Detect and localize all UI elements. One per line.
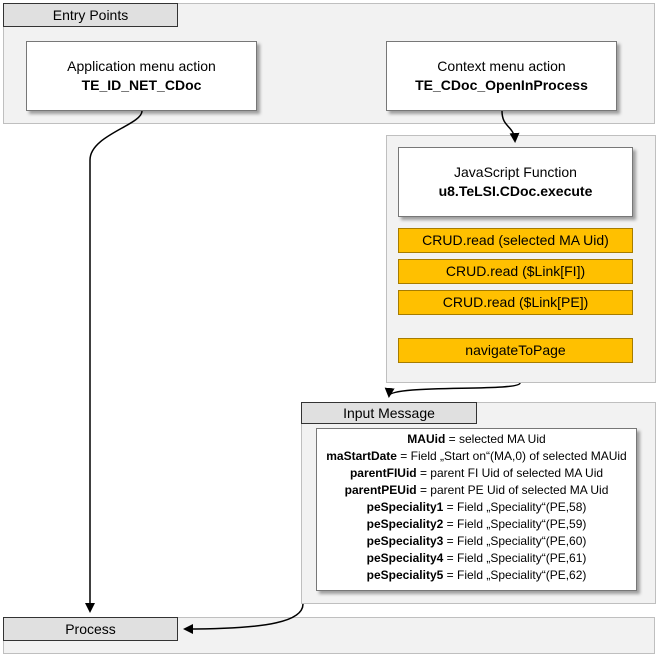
arrow-app-menu-to-process [85, 110, 143, 613]
app-menu-action-id: TE_ID_NET_CDoc [81, 77, 202, 93]
arrow-context-menu-to-js [501, 110, 520, 143]
field-line: maStartDate = Field „Start on“(MA,0) of … [326, 449, 627, 463]
field-line: parentPEUid = parent PE Uid of selected … [344, 483, 609, 497]
context-menu-action-label: Context menu action [437, 58, 566, 74]
field-line: peSpeciality5 = Field „Speciality“(PE,62… [366, 568, 587, 582]
input-message-tab: Input Message [301, 402, 477, 424]
field-line: peSpeciality2 = Field „Speciality“(PE,59… [366, 517, 587, 531]
step-crud-read-fi: CRUD.read ($Link[FI]) [398, 259, 633, 284]
js-function-label: JavaScript Function [454, 164, 577, 180]
field-line: peSpeciality4 = Field „Speciality“(PE,61… [366, 551, 587, 565]
field-line: parentFIUid = parent FI Uid of selected … [349, 466, 604, 480]
field-line: peSpeciality1 = Field „Speciality“(PE,58… [366, 500, 587, 514]
js-function-box: JavaScript Function u8.TeLSI.CDoc.execut… [398, 147, 633, 217]
arrow-js-to-input-message [384, 382, 521, 398]
entry-points-tab: Entry Points [3, 3, 178, 27]
process-tab: Process [3, 617, 178, 641]
js-function-name: u8.TeLSI.CDoc.execute [438, 183, 593, 199]
field-line: peSpeciality3 = Field „Speciality“(PE,60… [366, 534, 587, 548]
step-crud-read-pe: CRUD.read ($Link[PE]) [398, 290, 633, 315]
arrow-input-message-to-process [183, 603, 304, 634]
field-line: MAUid = selected MA Uid [407, 432, 546, 446]
context-menu-action-box: Context menu action TE_CDoc_OpenInProces… [386, 41, 617, 111]
input-message-box: MAUid = selected MA Uid maStartDate = Fi… [316, 428, 637, 591]
app-menu-action-label: Application menu action [67, 58, 216, 74]
step-navigate-to-page: navigateToPage [398, 338, 633, 363]
context-menu-action-id: TE_CDoc_OpenInProcess [415, 77, 588, 93]
app-menu-action-box: Application menu action TE_ID_NET_CDoc [26, 41, 257, 111]
step-crud-read-ma: CRUD.read (selected MA Uid) [398, 228, 633, 253]
